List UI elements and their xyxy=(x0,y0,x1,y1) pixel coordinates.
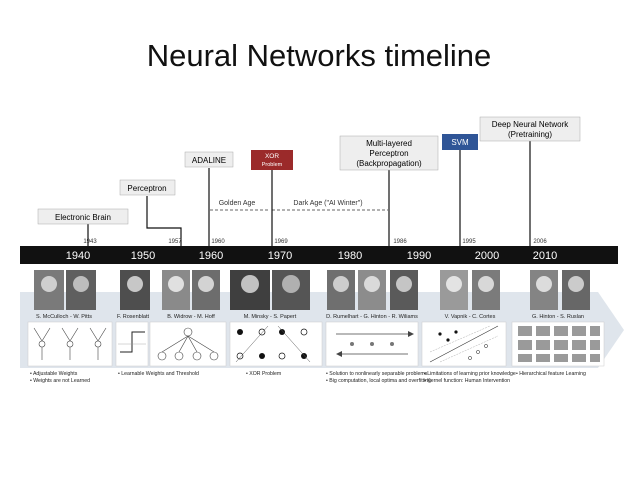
event-year: 1943 xyxy=(83,239,97,245)
event-label: Electronic Brain xyxy=(55,213,111,222)
note-line: • Learnable Weights and Threshold xyxy=(118,371,199,377)
note-line: • XOR Problem xyxy=(246,371,281,377)
figure-svm-margin xyxy=(422,322,506,366)
decade-label: 1940 xyxy=(66,250,90,262)
event-svm: SVM xyxy=(442,134,478,150)
figure-perceptron-net xyxy=(150,322,226,366)
decade-label: 1980 xyxy=(338,250,362,262)
event-xor-problem: XOR Problem xyxy=(251,150,293,170)
event-year: 2006 xyxy=(533,239,547,245)
event-label: SVM xyxy=(451,138,469,147)
note-line: • Limitations of learning prior knowledg… xyxy=(424,371,516,377)
figure-xor-grid xyxy=(230,322,322,366)
event-perceptron: Perceptron xyxy=(120,180,175,195)
event-year: 1969 xyxy=(274,239,288,245)
figure-step-function xyxy=(116,322,148,366)
event-deep-neural-network: Deep Neural Network (Pretraining) xyxy=(480,117,580,141)
event-label-line: Deep Neural Network xyxy=(492,120,569,129)
event-label-line: Problem xyxy=(262,162,283,168)
event-label-line: Perceptron xyxy=(369,149,408,158)
figure-backprop xyxy=(326,322,418,366)
era-dark-label: Dark Age ("AI Winter") xyxy=(293,200,362,207)
person-caption: V. Vapnik - C. Cortes xyxy=(445,314,496,320)
note-line: • Weights are not Learned xyxy=(30,378,90,384)
event-label: Perceptron xyxy=(127,184,166,193)
event-year: 1960 xyxy=(211,239,225,245)
decade-label: 1950 xyxy=(131,250,155,262)
event-years: 1943 1957 1960 1969 1986 1995 2006 xyxy=(83,239,547,245)
decade-label: 2000 xyxy=(475,250,499,262)
person-caption: M. Minsky - S. Papert xyxy=(244,314,297,320)
event-adaline: ADALINE xyxy=(185,152,233,167)
portrait-rosenblatt xyxy=(120,270,150,310)
era-golden: Golden Age xyxy=(210,200,270,210)
portrait-minsky-papert xyxy=(230,270,310,310)
event-label-line: (Backpropagation) xyxy=(356,159,422,168)
decade-label: 1970 xyxy=(268,250,292,262)
event-label-line: Multi-layered xyxy=(366,139,412,148)
person-caption: B. Widrow - M. Hoff xyxy=(167,314,215,320)
event-label-line: XOR xyxy=(265,153,279,160)
person-caption: F. Rosenblatt xyxy=(117,314,150,320)
event-year: 1995 xyxy=(462,239,476,245)
event-year: 1957 xyxy=(168,239,182,245)
event-multilayer-perceptron: Multi-layered Perceptron (Backpropagatio… xyxy=(340,136,438,170)
person-caption: G. Hinton - S. Ruslan xyxy=(532,314,584,320)
figure-threshold-logic xyxy=(28,322,112,366)
note-line: • Big computation, local optima and over… xyxy=(326,378,431,384)
note-line: • Solution to nonlinearly separable prob… xyxy=(326,371,428,377)
note-line: • Kernel function: Human Intervention xyxy=(424,378,510,384)
person-caption: D. Rumelhart - G. Hinton - R. Wiliams xyxy=(326,314,418,320)
decade-label: 1960 xyxy=(199,250,223,262)
notes: • Adjustable Weights • Weights are not L… xyxy=(30,371,586,384)
timeline-bar xyxy=(20,246,618,264)
event-label-line: (Pretraining) xyxy=(508,130,552,139)
era-dark: Dark Age ("AI Winter") xyxy=(272,200,388,210)
event-electronic-brain: Electronic Brain xyxy=(38,209,128,224)
decade-label: 2010 xyxy=(533,250,557,262)
person-caption: S. McCulloch - W. Pitts xyxy=(36,314,92,320)
note-line: • Hierarchical feature Learning xyxy=(516,371,586,377)
event-year: 1986 xyxy=(393,239,407,245)
era-golden-label: Golden Age xyxy=(219,200,256,207)
note-line: • Adjustable Weights xyxy=(30,371,78,377)
portrait-rumelhart-hinton-williams xyxy=(327,270,418,310)
event-label: ADALINE xyxy=(192,156,226,165)
figure-deep-network xyxy=(512,322,604,366)
decade-label: 1990 xyxy=(407,250,431,262)
